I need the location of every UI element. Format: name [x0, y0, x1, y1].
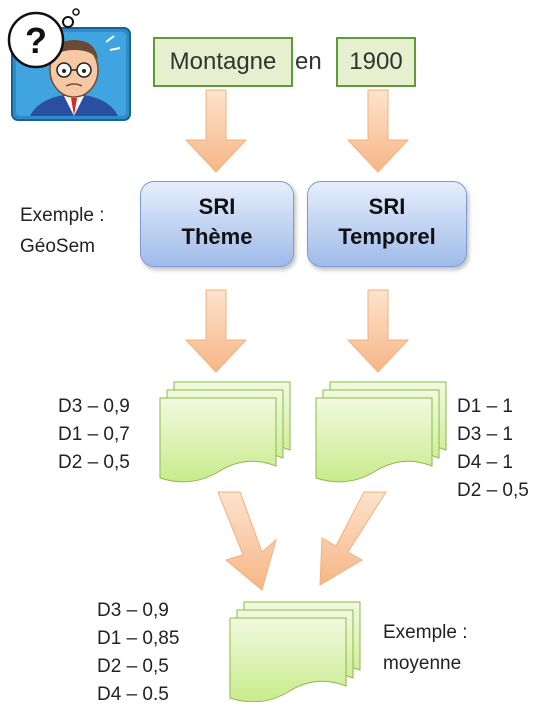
- result-item: D4 – 0.5: [97, 684, 169, 705]
- example-label-line2: moyenne: [383, 653, 462, 674]
- example-moyenne-label: Exemple : moyenne: [383, 617, 467, 679]
- result-item: D4 – 1: [457, 452, 513, 473]
- arrow-temporel-to-docs: [346, 289, 410, 373]
- result-item: D1 – 0,7: [58, 424, 130, 445]
- sri-temporel-line1: SRI: [368, 194, 406, 219]
- example-label-line2: GéoSem: [20, 236, 95, 257]
- docs-stack-theme: [159, 381, 291, 483]
- query-term-theme: Montagne: [153, 37, 293, 87]
- sri-temporel-line2: Temporel: [338, 224, 436, 249]
- result-item: D1 – 0,85: [97, 628, 180, 649]
- sri-theme-box: SRI Thème: [140, 181, 294, 267]
- arrow-right-docs-to-merged: [319, 491, 387, 586]
- arrow-theme-to-docs: [184, 289, 248, 373]
- example-geosem-label: Exemple : GéoSem: [20, 200, 104, 262]
- results-temporel-list: D1 – 1 D3 – 1 D4 – 1 D2 – 0,5: [457, 393, 529, 505]
- sri-temporel-box: SRI Temporel: [307, 181, 467, 267]
- sri-theme-line1: SRI: [198, 194, 236, 219]
- result-item: D3 – 1: [457, 424, 513, 445]
- results-theme-list: D3 – 0,9 D1 – 0,7 D2 – 0,5: [58, 393, 130, 477]
- query-term-time: 1900: [336, 37, 416, 87]
- sri-theme-line2: Thème: [181, 224, 253, 249]
- result-item: D3 – 0,9: [58, 396, 130, 417]
- arrow-left-docs-to-merged: [217, 491, 277, 591]
- confused-man-icon: [11, 27, 131, 121]
- result-item: D2 – 0,5: [58, 452, 130, 473]
- arrow-query-to-temporel: [346, 89, 410, 173]
- docs-stack-temporel: [315, 381, 447, 483]
- result-item: D3 – 0,9: [97, 600, 169, 621]
- query-connector: en: [295, 48, 322, 75]
- result-item: D2 – 0,5: [97, 656, 169, 677]
- result-item: D2 – 0,5: [457, 480, 529, 501]
- example-label-line1: Exemple :: [383, 622, 468, 643]
- example-label-line1: Exemple :: [20, 205, 105, 226]
- results-merged-list: D3 – 0,9 D1 – 0,85 D2 – 0,5 D4 – 0.5: [97, 597, 179, 709]
- result-item: D1 – 1: [457, 396, 513, 417]
- question-mark-icon: ?: [7, 8, 80, 69]
- svg-text:?: ?: [25, 20, 47, 61]
- docs-stack-merged: [229, 601, 361, 702]
- arrow-query-to-theme: [184, 89, 248, 173]
